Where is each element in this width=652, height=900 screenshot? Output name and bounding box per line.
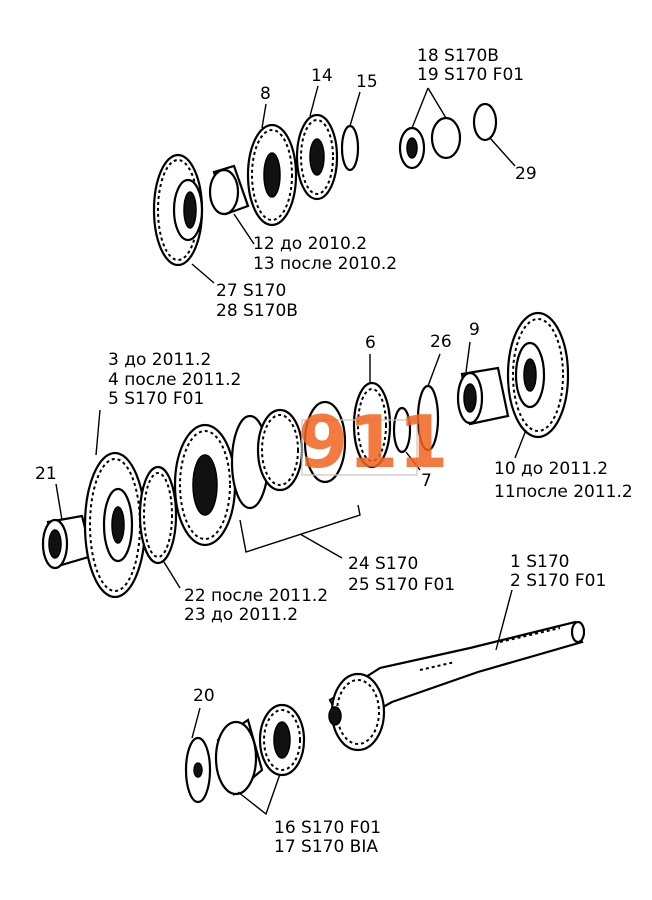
part-6-synchro xyxy=(352,381,392,469)
callout-10: 10 до 2011.2 xyxy=(494,459,609,479)
callout-5: 5 S170 F01 xyxy=(108,389,205,409)
part-18-bearing xyxy=(398,126,426,170)
watermark-logo xyxy=(301,419,418,476)
part-10-gear xyxy=(506,311,570,439)
part-16-bearing-cup xyxy=(214,718,264,796)
part-9-needle-bearing xyxy=(456,366,510,426)
callout-7: 7 xyxy=(421,471,432,491)
part-12-bushing xyxy=(208,164,250,216)
callout-14: 14 xyxy=(311,66,333,86)
part-17-bearing-cone xyxy=(258,703,306,777)
callout-24: 24 S170 xyxy=(348,554,419,574)
callout-29: 29 xyxy=(515,164,537,184)
part-1-shaft xyxy=(328,620,586,752)
part-24-sleeve xyxy=(256,408,304,492)
callout-8: 8 xyxy=(260,84,271,104)
part-15-ring xyxy=(340,124,360,172)
callout-25: 25 S170 F01 xyxy=(348,575,456,595)
part-21-needle-bearing xyxy=(41,514,94,570)
callout-16: 16 S170 F01 xyxy=(274,818,382,838)
callout-6: 6 xyxy=(365,333,376,353)
callout-23: 23 до 2011.2 xyxy=(184,605,299,625)
part-7-ring xyxy=(392,406,412,454)
callout-9: 9 xyxy=(469,320,480,340)
part-19-bearing-race xyxy=(430,116,462,160)
top-leaders xyxy=(191,85,516,284)
callout-3: 3 до 2011.2 xyxy=(108,350,212,370)
part-24-spring-ring xyxy=(303,400,347,484)
callout-26: 26 xyxy=(430,332,452,352)
callout-1: 1 S170 xyxy=(510,552,570,572)
callout-13: 13 после 2010.2 xyxy=(253,254,398,274)
callout-21: 21 xyxy=(35,464,57,484)
part-29-ring xyxy=(472,102,498,142)
part-24-synchro-hub xyxy=(173,423,237,547)
callout-27: 27 S170 xyxy=(216,281,287,301)
part-8-gear xyxy=(246,123,298,227)
callout-28: 28 S170B xyxy=(216,301,298,321)
callout-15: 15 xyxy=(356,72,378,92)
callout-18: 18 S170B xyxy=(417,46,499,66)
part-22-synchro-ring xyxy=(138,465,178,565)
callout-4: 4 после 2011.2 xyxy=(108,370,242,390)
callout-17: 17 S170 BIA xyxy=(274,837,378,857)
callout-19: 19 S170 F01 xyxy=(417,65,525,85)
watermark-text: 911 xyxy=(298,400,449,484)
part-3-gear xyxy=(83,451,147,599)
callout-20: 20 xyxy=(193,686,215,706)
callout-2: 2 S170 F01 xyxy=(510,571,607,591)
part-27-gear xyxy=(152,153,204,267)
callout-22: 22 после 2011.2 xyxy=(184,586,329,606)
callout-11: 11после 2011.2 xyxy=(494,482,633,502)
part-14-gear xyxy=(295,113,339,201)
part-20-washer xyxy=(184,736,212,804)
bottom-leaders xyxy=(191,589,513,816)
callout-12: 12 до 2010.2 xyxy=(253,234,368,254)
